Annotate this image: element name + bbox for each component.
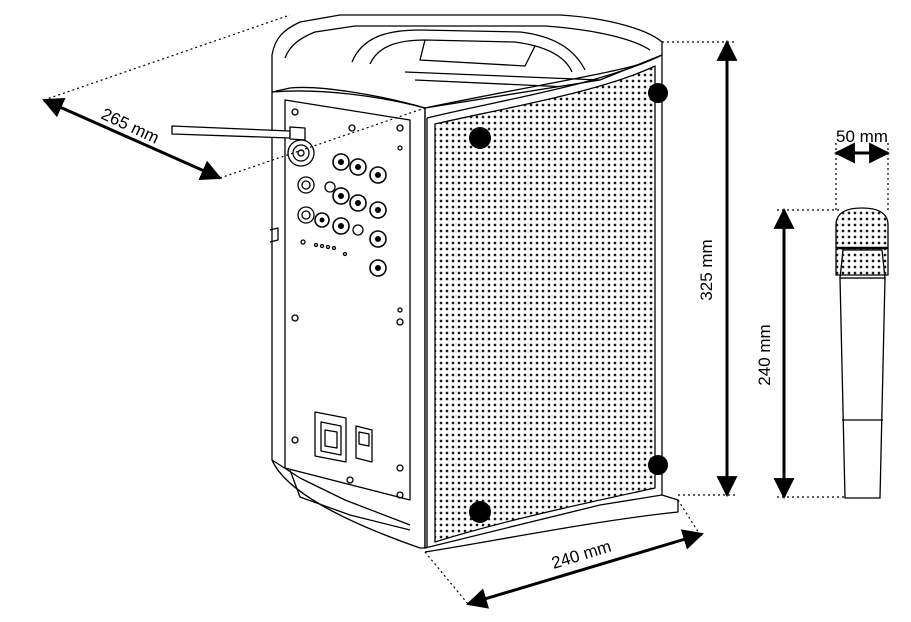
mic-diameter-label: 50 mm bbox=[836, 127, 888, 146]
depth-arrow bbox=[42, 98, 222, 180]
combo-input-jack bbox=[287, 139, 315, 167]
control-knobs bbox=[314, 153, 387, 277]
depth-extension-line-back bbox=[43, 14, 291, 101]
width-label: 240 mm bbox=[549, 537, 613, 573]
speaker-top-handle bbox=[271, 14, 663, 109]
power-switch bbox=[355, 425, 373, 463]
microphone-grille bbox=[835, 207, 889, 276]
width-extension-line-left bbox=[424, 551, 469, 605]
depth-label: 265 mm bbox=[98, 104, 162, 147]
dimension-lines bbox=[42, 14, 738, 609]
width-arrow bbox=[465, 529, 705, 609]
speaker-side-panel bbox=[269, 90, 426, 549]
indicator-leds bbox=[300, 239, 348, 257]
depth-extension-line-front bbox=[219, 107, 426, 179]
speaker bbox=[171, 14, 679, 553]
wireless-microphone bbox=[835, 207, 889, 499]
width-extension-line-right bbox=[677, 499, 703, 539]
speaker-front-grille bbox=[424, 54, 679, 553]
power-inlet bbox=[314, 411, 347, 463]
height-label: 325 mm bbox=[697, 239, 716, 300]
input-jacks bbox=[297, 176, 364, 236]
mic-dimension-lines bbox=[773, 142, 891, 500]
microphone-handle bbox=[839, 277, 886, 499]
mic-length-label: 240 mm bbox=[755, 324, 774, 385]
